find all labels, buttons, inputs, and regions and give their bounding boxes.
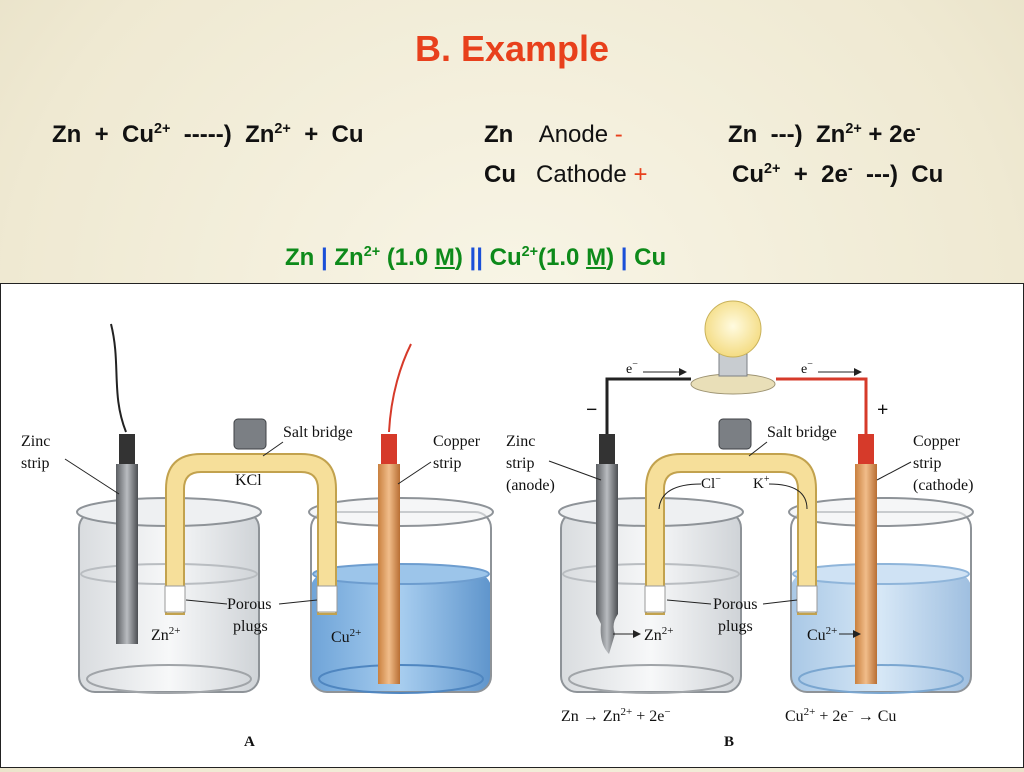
label-plugs-a: plugs bbox=[233, 618, 268, 635]
zinc-strip-a bbox=[116, 464, 138, 644]
label-porous-a: Porous bbox=[227, 596, 271, 613]
half-reaction-cathode-b: Cu2+ + 2e− → Cu bbox=[785, 706, 896, 725]
label-zn-ion-b: Zn2+ bbox=[644, 625, 674, 644]
porous-plug-right-b bbox=[796, 585, 818, 613]
label-salt-bridge-a: Salt bridge bbox=[283, 424, 353, 441]
panel-b: e− e− − + bbox=[506, 300, 974, 750]
label-cu-ion-a: Cu2+ bbox=[331, 627, 361, 646]
cell-notation: Zn | Zn2+ (1.0 M) || Cu2+(1.0 M) | Cu bbox=[285, 244, 667, 271]
zinc-clip-b bbox=[599, 434, 615, 464]
wire-cathode-b bbox=[776, 377, 868, 434]
label-zinc-a: Zinc bbox=[21, 433, 50, 450]
cathode-half-reaction: Cu2+ + 2e- ---) Cu bbox=[732, 161, 944, 188]
figure-panel: Zinc strip Salt bridge KCl Copper strip … bbox=[0, 283, 1024, 768]
panel-a: Zinc strip Salt bridge KCl Copper strip … bbox=[21, 323, 494, 750]
copper-clip-b bbox=[858, 434, 874, 464]
wire-anode-b bbox=[605, 377, 691, 434]
label-k: K+ bbox=[753, 474, 770, 492]
copper-beaker-b bbox=[788, 497, 974, 694]
label-copper-strip-b: strip bbox=[913, 455, 941, 472]
light-bulb bbox=[704, 300, 762, 358]
label-copper-a: Copper bbox=[433, 433, 481, 450]
label-kcl: KCl bbox=[235, 472, 262, 489]
label-strip-b: strip bbox=[506, 455, 534, 472]
label-anode-b: (anode) bbox=[506, 477, 555, 494]
porous-plug-left-a bbox=[164, 585, 186, 613]
half-reaction-anode-b: Zn → Zn2+ + 2e− bbox=[561, 706, 671, 725]
bridge-cap-a bbox=[233, 418, 267, 450]
label-plugs-b: plugs bbox=[718, 618, 753, 635]
zinc-wire-a bbox=[110, 323, 127, 433]
label-e-right: e− bbox=[801, 359, 813, 377]
copper-clip-a bbox=[381, 434, 397, 464]
label-b: B bbox=[724, 734, 734, 750]
porous-plug-left-b bbox=[644, 585, 666, 613]
cl-arrow bbox=[658, 483, 702, 510]
label-zn-ion-a: Zn2+ bbox=[151, 625, 181, 644]
label-copper-b: Copper bbox=[913, 433, 961, 450]
label-porous-b: Porous bbox=[713, 596, 757, 613]
galvanic-cell-figure: Zinc strip Salt bridge KCl Copper strip … bbox=[21, 300, 974, 750]
copper-strip-a bbox=[378, 464, 400, 684]
copper-strip-b bbox=[855, 464, 877, 684]
zinc-strip-b bbox=[596, 464, 618, 654]
copper-wire-a bbox=[388, 343, 412, 433]
label-cu-ion-b: Cu2+ bbox=[807, 625, 837, 644]
slide-title: B. Example bbox=[414, 28, 610, 69]
label-cl: Cl− bbox=[701, 474, 721, 492]
bulb-base-b bbox=[690, 373, 776, 395]
copper-beaker-a bbox=[308, 497, 494, 694]
label-minus: − bbox=[586, 399, 597, 421]
label-plus: + bbox=[877, 399, 888, 421]
k-arrow bbox=[768, 483, 808, 510]
zinc-clip-a bbox=[119, 434, 135, 464]
label-e-left: e− bbox=[626, 359, 638, 377]
anode-half-reaction: Zn ---) Zn2+ + 2e- bbox=[728, 121, 921, 148]
porous-plug-right-a bbox=[316, 585, 338, 613]
label-a: A bbox=[244, 734, 255, 750]
label-cathode-b: (cathode) bbox=[913, 477, 973, 494]
cathode-label: Cu Cathode + bbox=[484, 161, 648, 188]
anode-label: Zn Anode - bbox=[484, 121, 623, 148]
label-strip-a: strip bbox=[21, 455, 49, 472]
label-zinc-b: Zinc bbox=[506, 433, 535, 450]
bridge-cap-b bbox=[718, 418, 752, 450]
overall-reaction: Zn + Cu2+ -----) Zn2+ + Cu bbox=[52, 121, 364, 148]
label-salt-bridge-b: Salt bridge bbox=[767, 424, 837, 441]
label-copper-strip-a: strip bbox=[433, 455, 461, 472]
